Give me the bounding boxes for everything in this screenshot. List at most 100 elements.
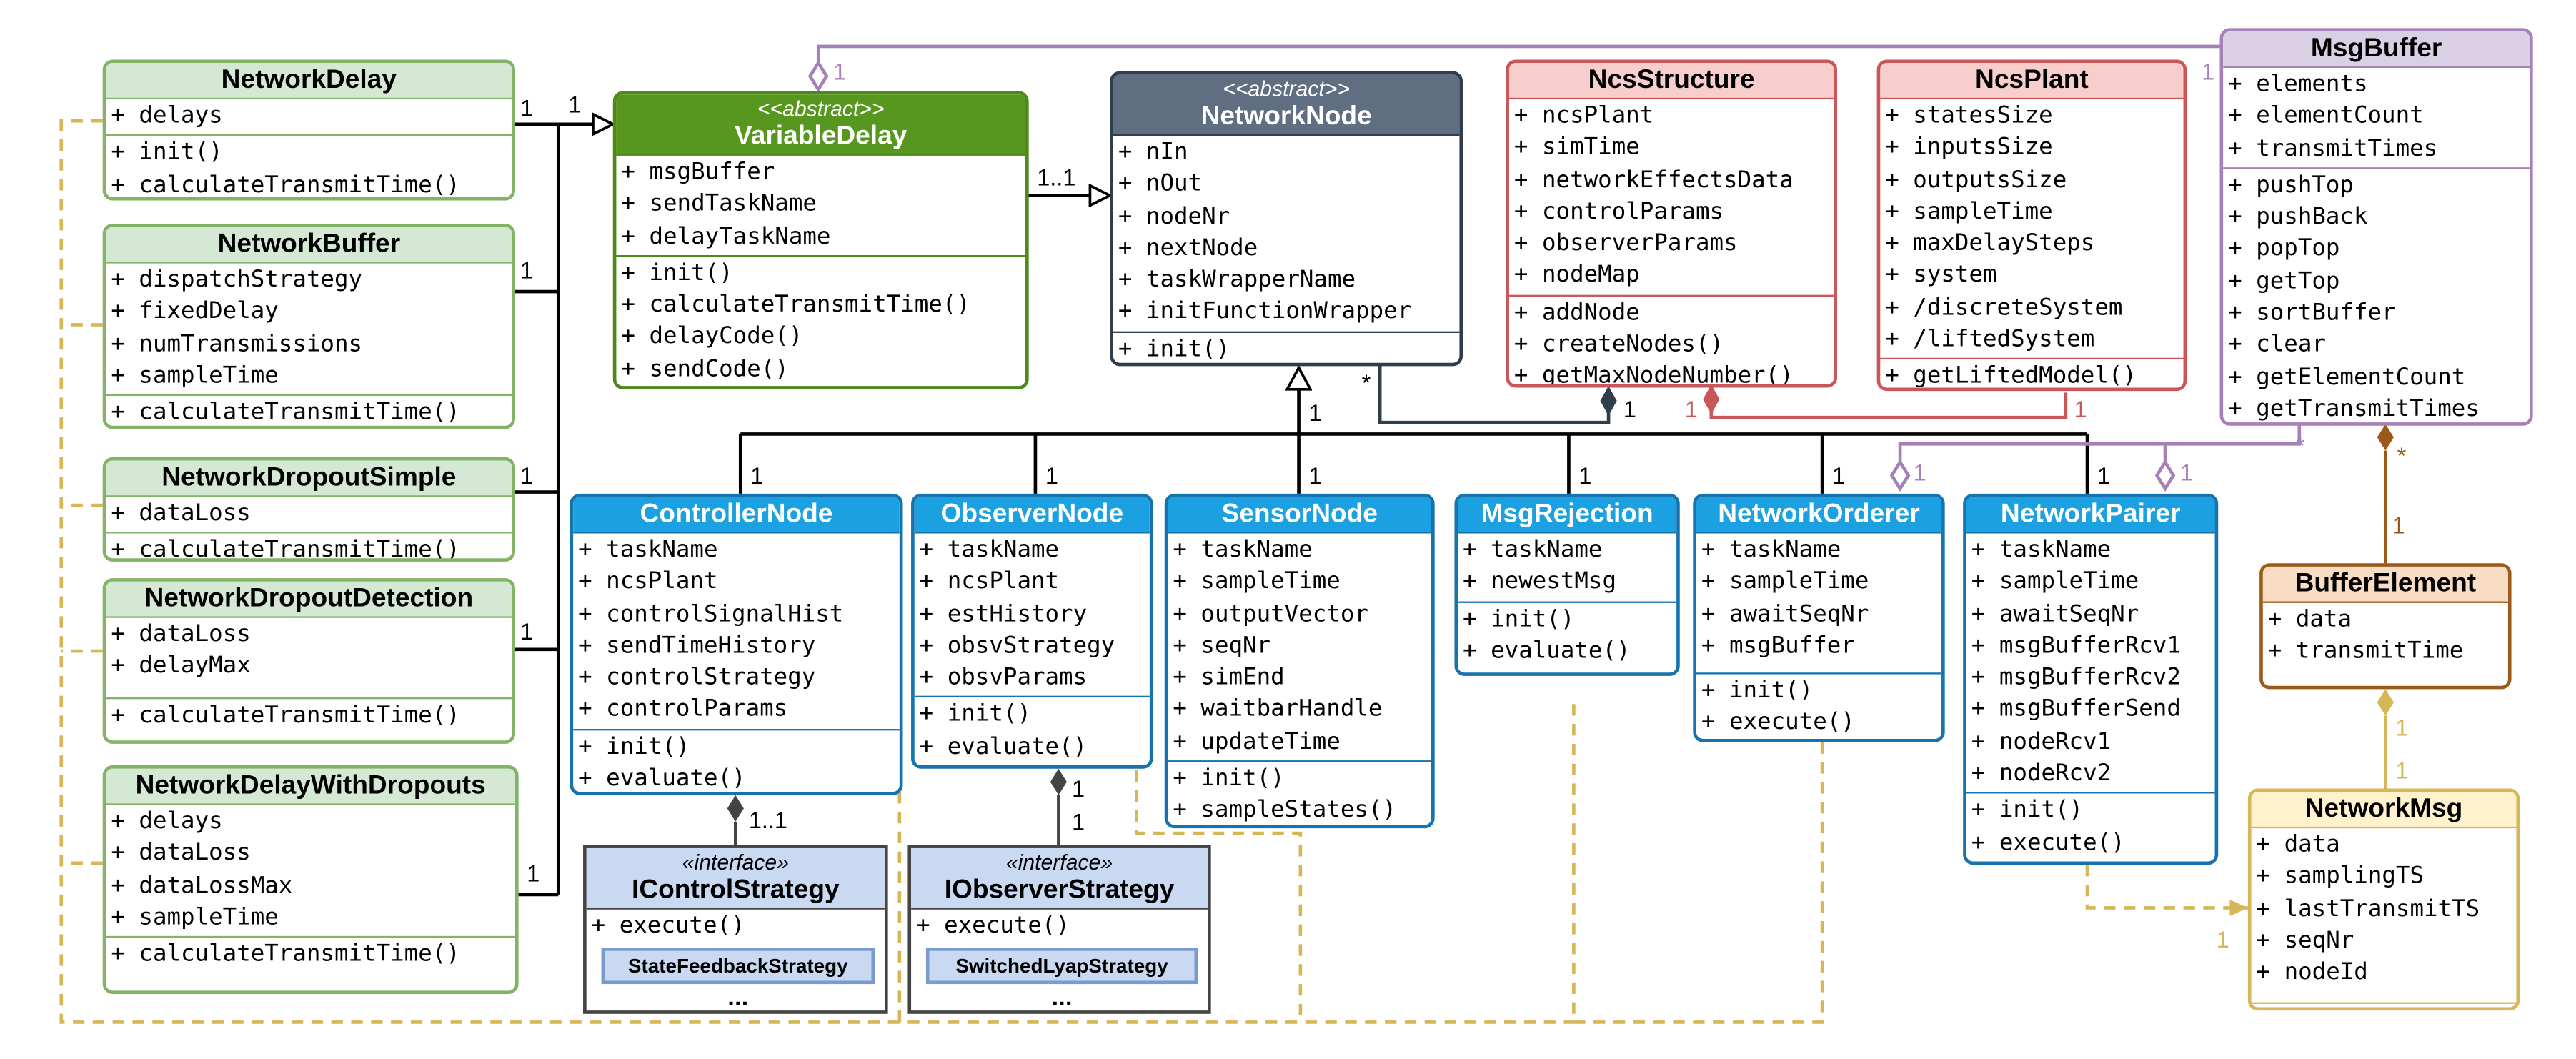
attribute: + lastTransmitTS: [2256, 895, 2480, 923]
method: + execute(): [591, 913, 745, 940]
attribute: + sampleTime: [1971, 568, 2139, 595]
attributes: + taskName + sampleTime + awaitSeqNr + m…: [1966, 532, 2215, 792]
method: + sendCode(): [621, 355, 789, 383]
method: + execute(): [1971, 829, 2125, 856]
composition-diamond-controller: [727, 795, 744, 822]
methods: + calculateTransmitTime(): [106, 532, 512, 558]
composition-diamond-observer: [1050, 768, 1067, 795]
interface-control-strategy[interactable]: «interface» IControlStrategy + execute()…: [583, 845, 888, 1014]
attribute: + numTransmissions: [111, 330, 363, 357]
attributes: + delays + dataLoss + dataLossMax + samp…: [106, 803, 515, 936]
method: + sortBuffer: [2228, 299, 2396, 327]
mult-ncs-struct: 1: [1623, 397, 1636, 422]
aggregation-diamond-vd: [807, 59, 829, 93]
attribute: + awaitSeqNr: [1971, 600, 2139, 627]
method: + getMaxNodeNumber(): [1513, 363, 1794, 388]
attribute: + estHistory: [919, 600, 1088, 627]
attribute: + obsvStrategy: [919, 632, 1115, 660]
method: + pushTop: [2228, 171, 2354, 199]
class-variable-delay[interactable]: <<abstract>> VariableDelay + msgBuffer +…: [612, 91, 1029, 389]
attribute: + maxDelaySteps: [1885, 230, 2095, 257]
methods: + calculateTransmitTime(): [106, 394, 512, 426]
interface-observer-strategy[interactable]: «interface» IObserverStrategy + execute(…: [907, 845, 1211, 1014]
class-sensor-node[interactable]: SensorNode + taskName + sampleTime + out…: [1164, 493, 1435, 829]
attribute: + sendTaskName: [621, 191, 817, 218]
method: + calculateTransmitTime(): [111, 702, 460, 729]
method: + getTransmitTimes: [2228, 396, 2480, 423]
attribute: + sendTimeHistory: [578, 632, 816, 660]
class-network-pairer[interactable]: NetworkPairer + taskName + sampleTime + …: [1963, 493, 2219, 865]
attribute: + /liftedSystem: [1885, 326, 2095, 353]
composition-structure-plant: [1709, 392, 2068, 419]
attribute: + data: [2256, 831, 2340, 858]
class-ncs-structure[interactable]: NcsStructure + ncsPlant + simTime + netw…: [1506, 59, 1837, 388]
method: + pushBack: [2228, 204, 2368, 231]
multiplicity-labels: 1 1 1 1 1 1 1..1 1 * 1 1 1 1 1 1 1 1 1 1…: [520, 59, 2408, 953]
mult-ord-buf: 1: [1914, 459, 1926, 485]
method: + addNode: [1513, 299, 1640, 327]
attribute: + msgBuffer: [621, 159, 775, 186]
class-observer-node[interactable]: ObserverNode + taskName + ncsPlant + est…: [911, 493, 1153, 769]
methods: + calculateTransmitTime(): [106, 697, 512, 734]
methods: + init() + execute(): [1696, 672, 1942, 739]
attribute: + fixedDelay: [111, 298, 279, 326]
attributes: + dataLoss + delayMax: [106, 616, 512, 697]
methods: + init(): [1113, 331, 1460, 363]
implementation-state-feedback[interactable]: StateFeedbackStrategy: [601, 948, 875, 985]
mult-buffer: 1: [520, 257, 533, 283]
mult-node-star: *: [1362, 370, 1371, 396]
attribute: + nIn: [1118, 139, 1188, 166]
attribute: + transmitTimes: [2228, 135, 2438, 162]
mult-elem-msg-a: 1: [2395, 715, 2408, 740]
class-network-buffer[interactable]: NetworkBuffer + dispatchStrategy + fixed…: [102, 223, 515, 429]
class-network-dropout-simple[interactable]: NetworkDropoutSimple + dataLoss + calcul…: [102, 457, 515, 562]
attribute: + delayMax: [111, 653, 251, 680]
method: + execute(): [1701, 710, 1855, 737]
class-network-delay-with-dropouts[interactable]: NetworkDelayWithDropouts + delays + data…: [102, 765, 519, 994]
mult-ctrl-iface: 1..1: [749, 807, 787, 833]
class-network-msg[interactable]: NetworkMsg + data + samplingTS + lastTra…: [2247, 788, 2520, 1011]
attribute: + nodeMap: [1513, 262, 1640, 289]
attribute: + elements: [2228, 71, 2368, 98]
methods: + init() + sampleStates(): [1168, 760, 1432, 825]
attribute: + taskName: [1173, 537, 1313, 564]
attributes: + data + transmitTime: [2262, 601, 2508, 682]
more-implementations: ...: [727, 984, 749, 1013]
class-name: NetworkPairer: [1966, 497, 2215, 532]
attributes: + data + samplingTS + lastTransmitTS + s…: [2251, 826, 2517, 1003]
class-network-orderer[interactable]: NetworkOrderer + taskName + sampleTime +…: [1693, 493, 1945, 742]
class-msg-rejection[interactable]: MsgRejection + taskName + newestMsg + in…: [1454, 493, 1680, 676]
class-buffer-element[interactable]: BufferElement + data + transmitTime: [2259, 563, 2512, 690]
attribute: + delayTaskName: [621, 223, 831, 250]
mult-ctrl: 1: [750, 463, 763, 489]
attributes: + taskName + sampleTime + outputVector +…: [1168, 532, 1432, 760]
attribute: + statesSize: [1885, 102, 2053, 129]
class-name: NetworkOrderer: [1696, 497, 1942, 532]
class-network-delay[interactable]: NetworkDelay + delays + init() + calcula…: [102, 59, 515, 201]
attribute: + nodeId: [2256, 959, 2368, 986]
method: + init(): [1463, 605, 1575, 632]
method: + evaluate(): [578, 765, 746, 792]
stereotype: <<abstract>>: [757, 96, 885, 121]
class-network-dropout-detection[interactable]: NetworkDropoutDetection + dataLoss + del…: [102, 578, 515, 744]
attribute: + sampleTime: [111, 362, 279, 389]
class-network-node[interactable]: <<abstract>> NetworkNode + nIn + nOut + …: [1110, 71, 1463, 367]
class-name: NetworkDropoutDetection: [106, 581, 512, 617]
method: + getTop: [2228, 268, 2340, 295]
attribute: + delays: [111, 808, 223, 835]
mult-elem-msg-b: 1: [2395, 758, 2408, 784]
attribute: + dispatchStrategy: [111, 267, 363, 294]
class-name: VariableDelay: [735, 122, 907, 151]
attributes: + dataLoss: [106, 495, 512, 532]
class-ncs-plant[interactable]: NcsPlant + statesSize + inputsSize + out…: [1876, 59, 2187, 392]
attribute: + seqNr: [2256, 927, 2354, 955]
class-msg-buffer[interactable]: MsgBuffer + elements + elementCount + tr…: [2219, 28, 2533, 426]
attribute: + taskWrapperName: [1118, 267, 1356, 294]
attribute: + sampleTime: [1173, 568, 1341, 595]
attributes: + ncsPlant + simTime + networkEffectsDat…: [1508, 97, 1834, 294]
composition-diamond-slate: [1600, 386, 1617, 416]
attribute: + controlStrategy: [578, 665, 816, 692]
method: + popTop: [2228, 236, 2340, 263]
class-controller-node[interactable]: ControllerNode + taskName + ncsPlant + c…: [570, 493, 903, 795]
implementation-switched-lyap[interactable]: SwitchedLyapStrategy: [925, 948, 1198, 985]
